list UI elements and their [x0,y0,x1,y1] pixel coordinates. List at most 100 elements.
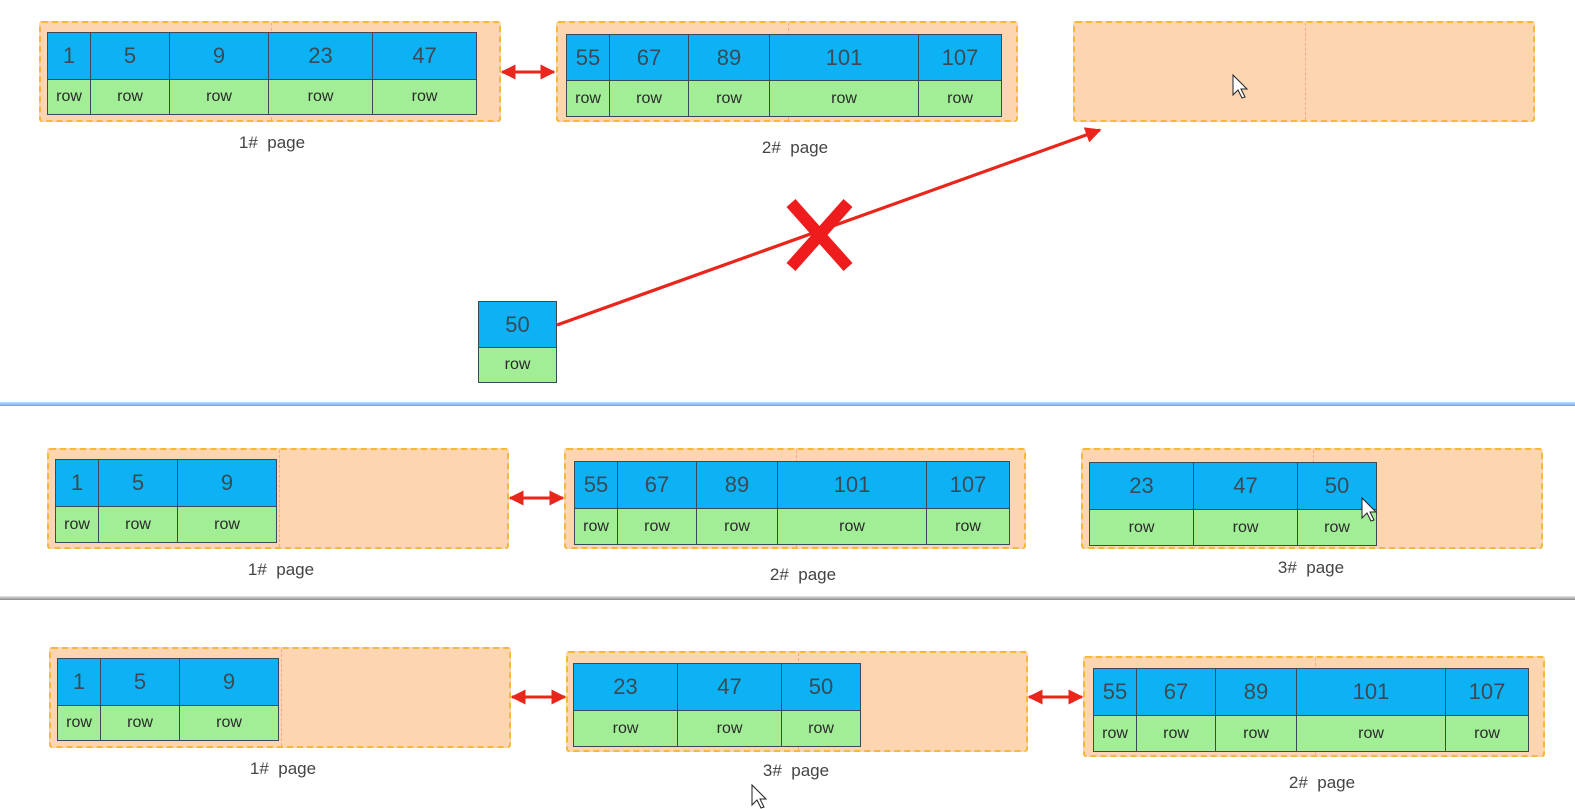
page-label: 2# page [1288,773,1356,792]
record-key: 9 [170,33,268,80]
record-key: 101 [1297,669,1445,716]
record-row: row [1090,510,1193,545]
record-key: 1 [48,33,90,80]
record-key: 107 [1446,669,1528,716]
record-key: 5 [99,460,177,507]
page-label: 1# page [249,759,317,778]
page-midline [279,450,280,547]
record-row: row [1297,716,1445,751]
record-key: 67 [610,35,688,81]
record-row: row [575,509,617,544]
record-row: row [180,706,278,740]
record-key: 55 [567,35,609,81]
record-key: 55 [1094,669,1136,716]
record-key: 9 [180,659,278,706]
record-row: row [91,80,169,114]
cursor-icon [751,783,768,809]
record-key: 5 [101,659,179,706]
page-label: 2# page [761,138,829,157]
record-row: row [373,80,476,114]
record-row: row [58,706,100,740]
record-key: 47 [373,33,476,80]
record-row: row [56,507,98,542]
record-key: 9 [178,460,276,507]
record-row: row [269,80,372,114]
record-key: 47 [1194,463,1297,510]
insert-record-row: row [479,348,556,382]
page-label: 2# page [769,565,837,584]
record-key: 50 [782,664,860,711]
record-key: 107 [927,462,1009,509]
record-row: row [927,509,1009,544]
insert-record: 50 row [478,301,557,383]
page-label: 3# page [1277,558,1345,577]
record-row: row [1137,716,1215,751]
record-key: 47 [678,664,781,711]
record-row: row [170,80,268,114]
record-key: 23 [1090,463,1193,510]
record-row: row [1094,716,1136,751]
record-key: 1 [58,659,100,706]
record-row: row [678,711,781,746]
record-row: row [99,507,177,542]
page-midline [1305,23,1306,120]
section-divider-2 [0,596,1575,600]
page-label: 1# page [247,560,315,579]
record-key: 23 [269,33,372,80]
insert-record-key: 50 [479,302,556,349]
record-key: 5 [91,33,169,80]
page-midline [281,649,282,746]
record-key: 67 [1137,669,1215,716]
record-row: row [618,509,696,544]
record-key: 101 [778,462,926,509]
section-divider-1 [0,402,1575,406]
record-key: 107 [919,35,1001,81]
record-row: row [1298,510,1376,545]
record-key: 1 [56,460,98,507]
cursor-icon [1361,496,1378,522]
section1-page-3 [1073,21,1535,122]
page-label: 1# page [238,133,306,152]
record-row: row [782,711,860,746]
record-key: 101 [770,35,918,81]
record-key: 89 [1216,669,1296,716]
record-row: row [610,81,688,116]
record-key: 89 [689,35,769,81]
